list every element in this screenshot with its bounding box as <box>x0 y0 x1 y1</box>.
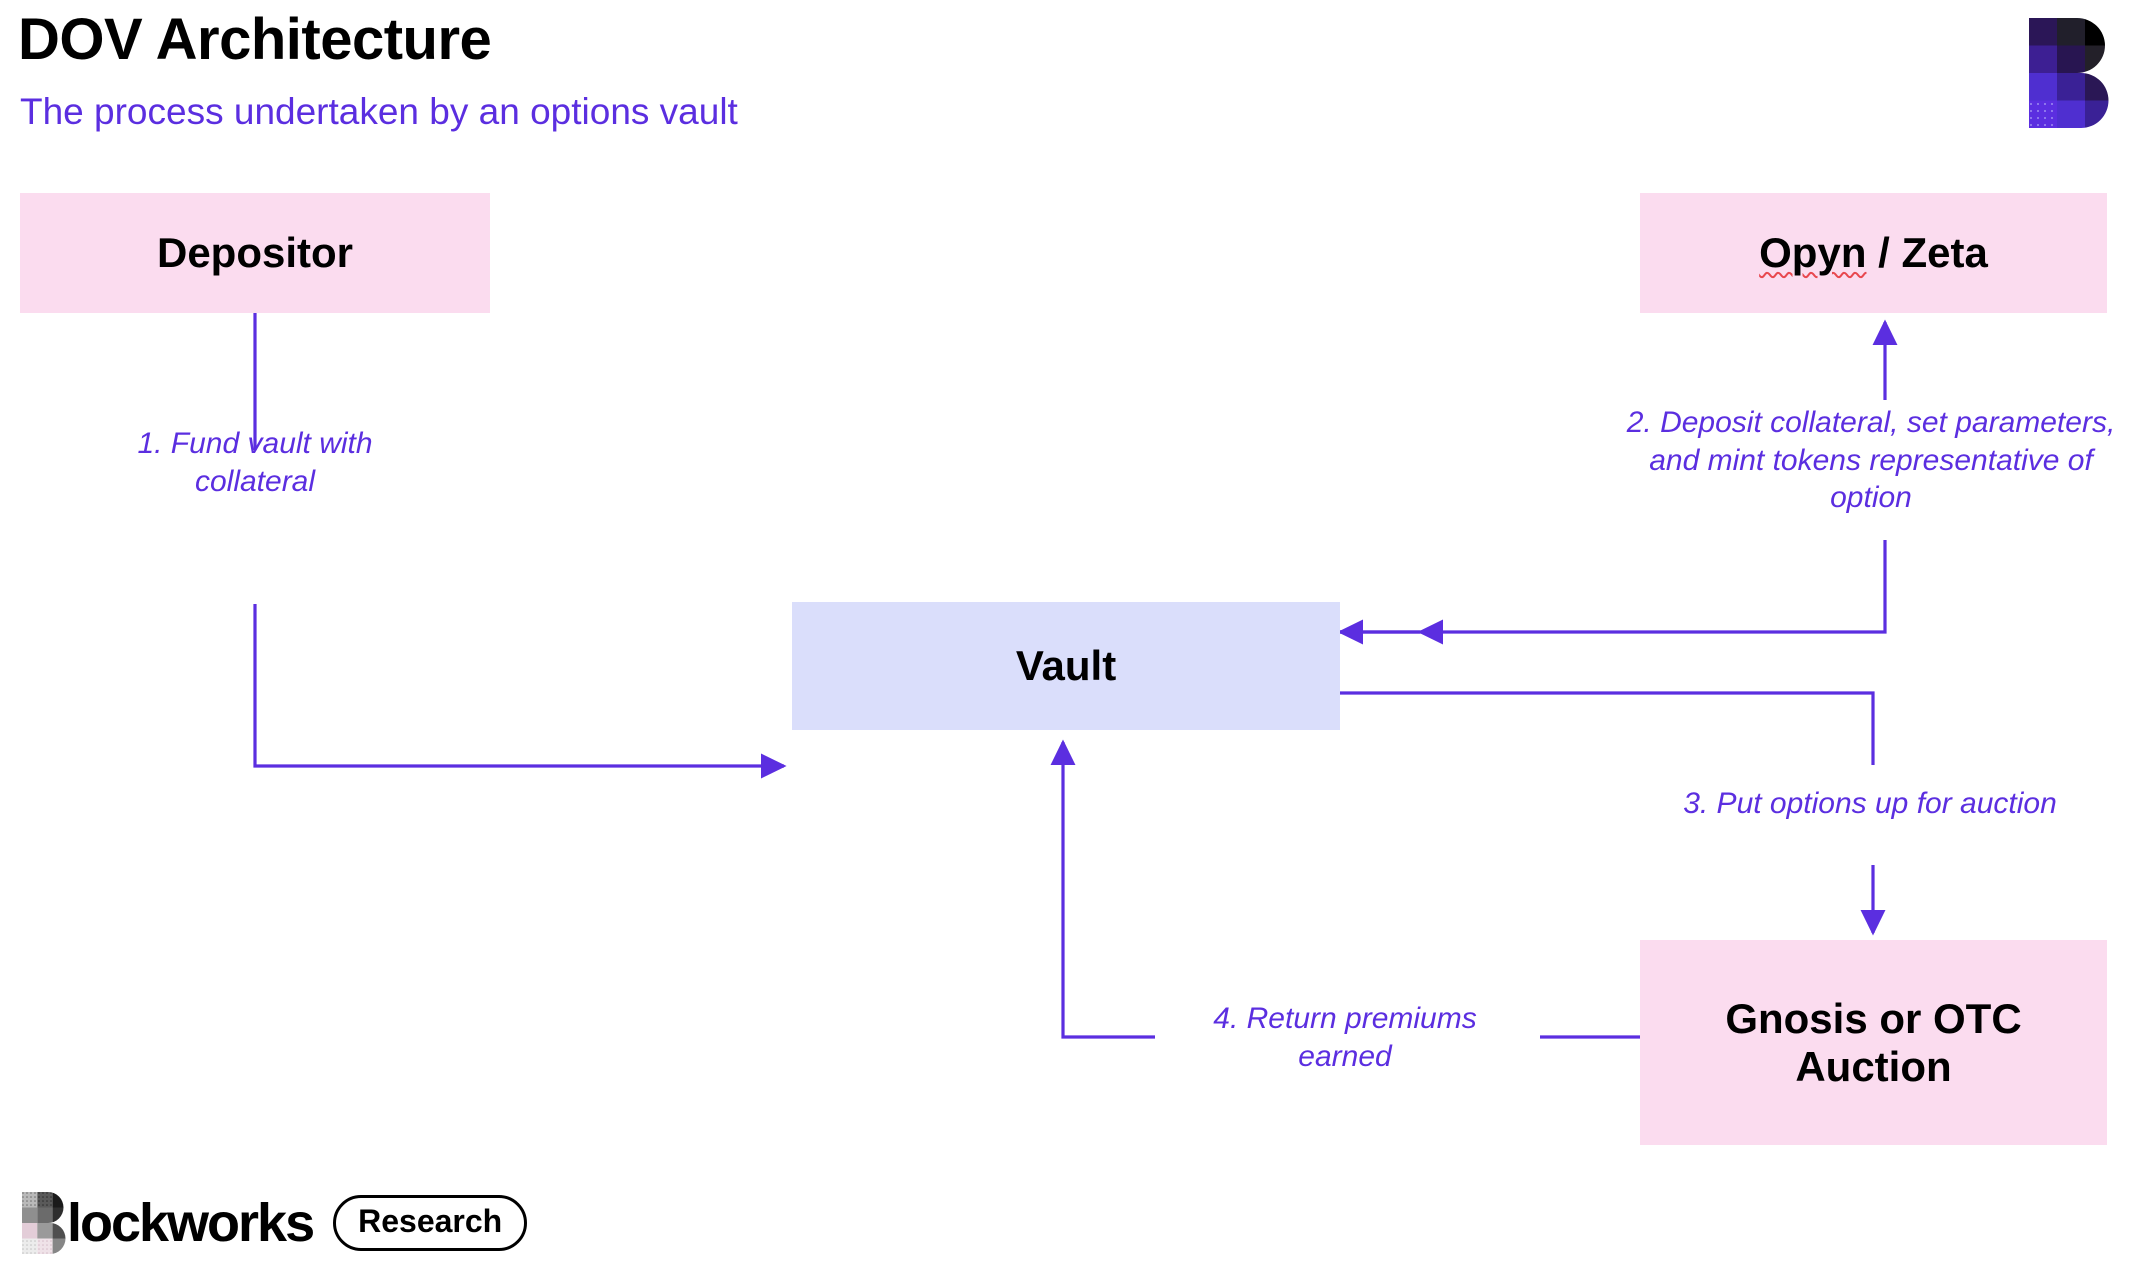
edge-label-1: 1. Fund vault with collateral <box>137 427 373 498</box>
blockworks-b-logo-icon <box>2029 18 2109 128</box>
node-opyn-zeta[interactable]: Opyn / Zeta <box>1640 193 2107 313</box>
node-opyn-zeta-label: Opyn / Zeta <box>1759 229 1988 276</box>
node-opyn-zeta-label-part-1: Opyn <box>1759 229 1867 277</box>
node-vault[interactable]: Vault <box>792 602 1340 730</box>
node-opyn-zeta-label-part-2: / Zeta <box>1866 229 1988 277</box>
node-vault-label: Vault <box>1015 642 1117 690</box>
edge-label-4: 4. Return premiums earned <box>1213 1002 1477 1073</box>
footer-logo: lockworks Research <box>22 1192 528 1254</box>
page-subtitle: The process undertaken by an options vau… <box>20 91 738 132</box>
edge-label-3: 3. Put options up for auction <box>1683 787 2057 820</box>
edge-1-segment-bottom <box>253 604 787 779</box>
edge-label-2: 2. Deposit collateral, set parameters, a… <box>1626 406 2116 514</box>
research-badge: Research <box>333 1194 528 1252</box>
page-title: DOV Architecture <box>18 7 492 72</box>
blockworks-footer-b-icon <box>22 1192 66 1254</box>
node-gnosis-otc-auction-label-line-1: Gnosis or OTC <box>1725 995 2022 1043</box>
edge-4-segment-left <box>1050 739 1155 1039</box>
edge-3-segment-top <box>1340 691 1875 765</box>
footer-wordmark: lockworks <box>67 1193 315 1253</box>
node-depositor[interactable]: Depositor <box>20 193 490 313</box>
node-depositor-label: Depositor <box>156 229 353 277</box>
edge-2-segment-lower <box>1340 540 1887 634</box>
node-gnosis-otc-auction-label-line-2: Auction <box>1795 1042 1952 1090</box>
